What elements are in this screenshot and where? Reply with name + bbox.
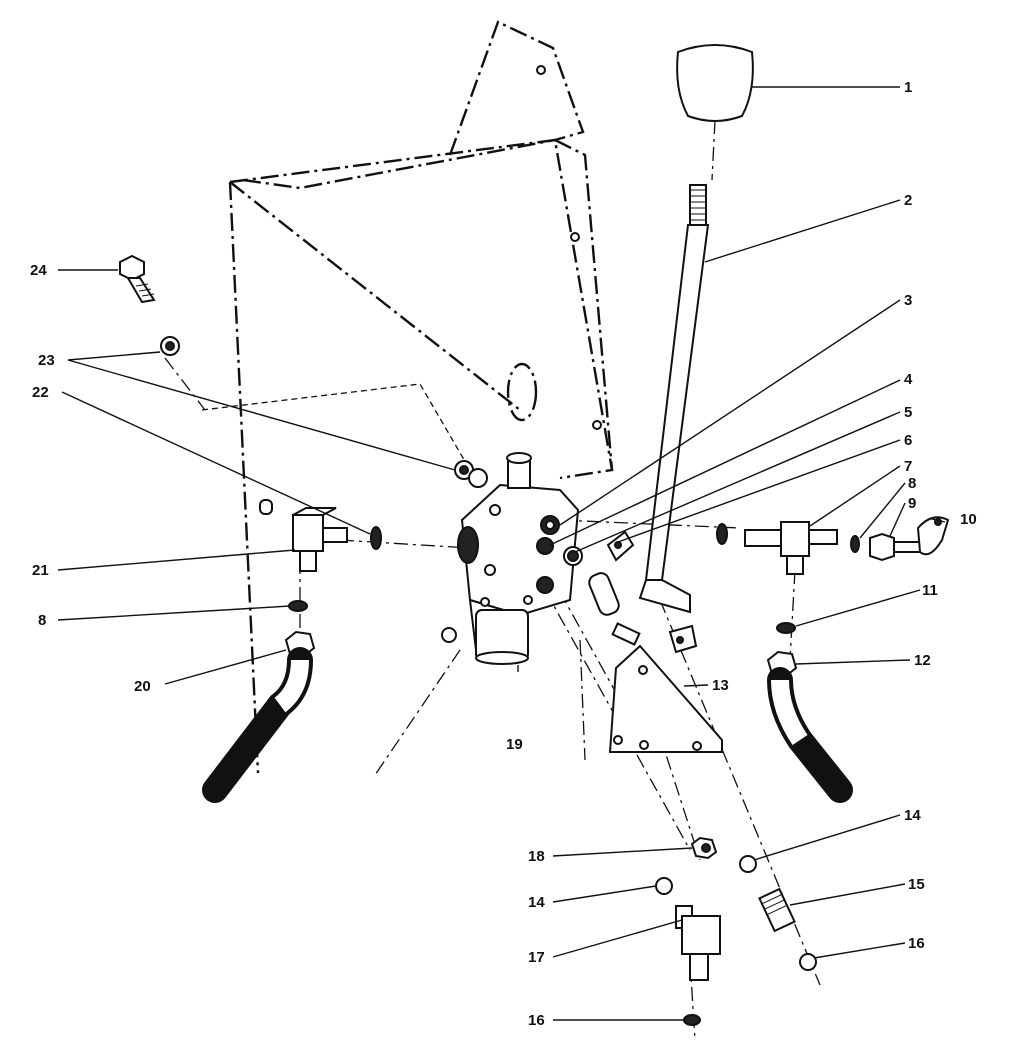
- callout-6: 6: [904, 432, 912, 449]
- fitting-15: [758, 887, 796, 933]
- phantom-frame: [228, 20, 614, 774]
- washer-16-right: [799, 953, 817, 971]
- callout-20: 20: [134, 678, 151, 695]
- callout-1: 1: [904, 79, 912, 96]
- control-knob: [676, 44, 754, 122]
- callout-22: 22: [32, 384, 49, 401]
- callout-12: 12: [914, 652, 931, 669]
- bolt-24: [119, 254, 156, 304]
- control-lever: [638, 184, 710, 614]
- washer-14-left: [655, 877, 673, 895]
- washer-14-right: [739, 855, 757, 873]
- callout-8-right: 8: [908, 475, 916, 492]
- callout-8-left: 8: [38, 612, 46, 629]
- right-fittings: [850, 516, 950, 562]
- washer-16-bottom: [683, 1014, 701, 1026]
- elbow-fitting-17: [675, 905, 721, 981]
- callout-7: 7: [904, 458, 912, 475]
- valve-body: [441, 452, 580, 665]
- o-ring-22: [370, 526, 382, 550]
- callout-23: 23: [38, 352, 55, 369]
- callout-16-bottom: 16: [528, 1012, 545, 1029]
- callout-17: 17: [528, 949, 545, 966]
- callout-14-left: 14: [528, 894, 545, 911]
- elbow-fitting-21: [292, 507, 348, 572]
- callout-11: 11: [922, 582, 938, 599]
- callout-9: 9: [908, 495, 916, 512]
- callout-3: 3: [904, 292, 912, 309]
- hose-12: [766, 650, 853, 803]
- valve-fittings: [536, 515, 698, 654]
- elbow-fitting-7: [716, 521, 838, 575]
- bracket-plate-13: [608, 644, 723, 753]
- callout-10: 10: [960, 511, 977, 528]
- callout-19: 19: [506, 736, 523, 753]
- callout-18: 18: [528, 848, 545, 865]
- washers-23: [160, 336, 488, 488]
- callout-13: 13: [712, 677, 729, 694]
- callout-labels: 1 2 3 4 5 6 7 8 9 10 11 12 13 14 15 16 1…: [30, 79, 977, 1029]
- hose-20: [202, 630, 316, 803]
- callout-24: 24: [30, 262, 47, 279]
- callout-15: 15: [908, 876, 925, 893]
- callout-4: 4: [904, 371, 913, 388]
- callout-5: 5: [904, 404, 912, 421]
- callout-14-right: 14: [904, 807, 921, 824]
- callout-2: 2: [904, 192, 912, 209]
- callout-21: 21: [32, 562, 49, 579]
- nut-18: [690, 836, 718, 860]
- washer-8-left: [288, 600, 308, 612]
- callout-leaders: [57, 86, 946, 1021]
- o-ring-11: [776, 622, 796, 634]
- callout-16-right: 16: [908, 935, 925, 952]
